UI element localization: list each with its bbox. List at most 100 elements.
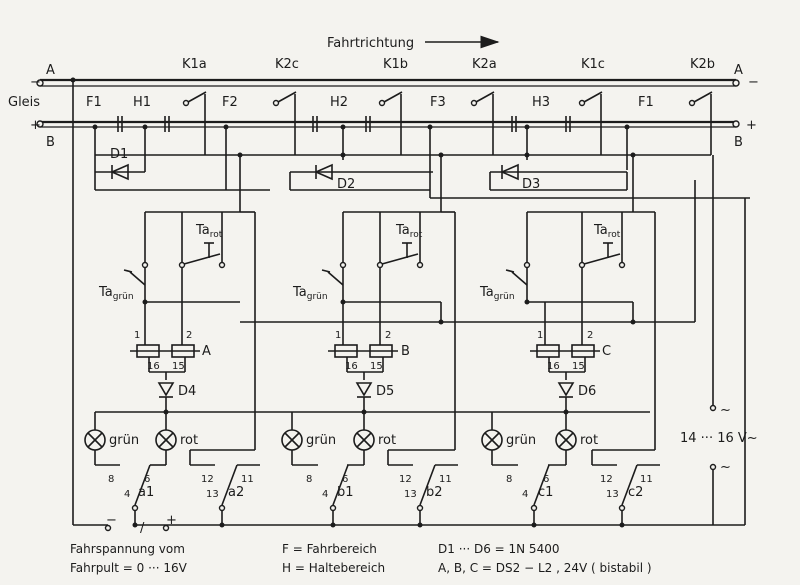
button-ta-rot-label: Tarot	[195, 223, 223, 240]
svg-text:b1: b1	[337, 485, 354, 500]
relay-pin: 2	[186, 330, 192, 341]
feed-wiring	[94, 127, 750, 199]
button-ta-gruen-label: Tagrün	[98, 285, 134, 302]
svg-text:11: 11	[439, 474, 452, 485]
contact-label: K1c	[581, 57, 605, 72]
contact-label: K2b	[690, 57, 715, 72]
svg-text:6: 6	[543, 474, 549, 485]
contact-label: K1a	[182, 57, 207, 72]
bottom-dots	[132, 299, 636, 528]
relay-pin: 2	[385, 330, 391, 341]
throttle-minus: −	[106, 513, 117, 528]
legend-drive-voltage-2: Fahrpult = 0 ··· 16V	[70, 561, 188, 575]
svg-text:8: 8	[108, 474, 114, 485]
svg-text:13: 13	[404, 489, 417, 500]
relay-pin: 16	[147, 361, 160, 372]
svg-text:c2: c2	[628, 485, 643, 500]
svg-text:13: 13	[606, 489, 619, 500]
rail-b-right-sign: +	[746, 118, 757, 133]
svg-text:11: 11	[241, 474, 254, 485]
rail-a-left-label: A	[46, 63, 55, 78]
block-b	[255, 155, 458, 525]
contact-pins-b: 8 6 4 b1 12 11 13 b2	[306, 474, 452, 500]
svg-text:13: 13	[206, 489, 219, 500]
section-label: H3	[532, 95, 550, 110]
relay-pin: 15	[370, 361, 383, 372]
button-ta-rot-label: Tarot	[593, 223, 621, 240]
contact-pins-c: 8 6 4 c1 12 11 13 c2	[506, 474, 653, 500]
relay-name: A	[202, 344, 211, 359]
legend-h: H = Haltebereich	[282, 561, 385, 575]
diode-d6-label: D6	[578, 384, 596, 399]
section-label: F2	[222, 95, 238, 110]
button-ta-gruen-label: Tagrün	[479, 285, 515, 302]
common-return-wire	[72, 80, 108, 526]
lamp-red-label: rot	[378, 433, 396, 448]
svg-text:a1: a1	[138, 485, 154, 500]
track-switches	[182, 91, 713, 155]
section-label: H2	[330, 95, 348, 110]
lamp-green-label: grün	[109, 433, 139, 448]
svg-text:6: 6	[342, 474, 348, 485]
contact-label: K1b	[383, 57, 408, 72]
svg-text:12: 12	[201, 474, 214, 485]
rail-a-left-sign: −	[30, 75, 41, 90]
section-label: F1	[638, 95, 654, 110]
rail-b-right-label: B	[734, 135, 743, 150]
rail-a-right-sign: −	[748, 75, 759, 90]
section-label: F3	[430, 95, 446, 110]
relay-name: C	[602, 344, 611, 359]
junction-dots	[70, 77, 636, 158]
relay-name: B	[401, 344, 410, 359]
diode-d3	[500, 163, 519, 181]
button-ta-rot-label: Tarot	[395, 223, 423, 240]
svg-text:b2: b2	[426, 485, 443, 500]
supply-voltage: 14 ··· 16 V~	[680, 431, 758, 446]
track-label: Gleis	[8, 95, 40, 110]
relay-pin: 16	[345, 361, 358, 372]
supply-tilde-top: ~	[720, 403, 731, 418]
legend-relays: A, B, C = DS2 − L2 , 24V ( bistabil )	[438, 561, 652, 575]
contact-label: K2a	[472, 57, 497, 72]
diode-d1-label: D1	[110, 147, 128, 162]
diode-d3-label: D3	[522, 177, 540, 192]
contact-label: K2c	[275, 57, 299, 72]
throttle-slash: /	[140, 521, 145, 536]
isolation-gaps	[117, 116, 571, 132]
contact-pins-a: 8 6 4 a1 12 11 13 a2	[108, 474, 254, 500]
diode-d1	[110, 163, 129, 181]
lamp-red-label: rot	[180, 433, 198, 448]
legend-drive-voltage-1: Fahrspannung vom	[70, 542, 185, 556]
relay-pin: 1	[335, 330, 341, 341]
section-label: F1	[86, 95, 102, 110]
svg-text:4: 4	[124, 489, 130, 500]
svg-text:11: 11	[640, 474, 653, 485]
throttle-terminal	[104, 524, 112, 532]
rail-a	[36, 78, 740, 87]
throttle-terminal	[162, 524, 170, 532]
diode-d2	[314, 163, 333, 181]
diode-d5-label: D5	[376, 384, 394, 399]
rail-b	[36, 120, 740, 128]
rail-a-right-label: A	[734, 63, 743, 78]
svg-text:8: 8	[306, 474, 312, 485]
direction-title: Fahrtrichtung	[327, 36, 414, 51]
svg-text:8: 8	[506, 474, 512, 485]
relay-pin: 2	[587, 330, 593, 341]
svg-text:6: 6	[144, 474, 150, 485]
supply-wiring	[135, 155, 746, 526]
relay-pin: 15	[172, 361, 185, 372]
supply-tilde-bottom: ~	[720, 460, 731, 475]
rail-b-left-sign: +	[30, 118, 41, 133]
block-a	[84, 155, 260, 525]
relay-pin: 15	[572, 361, 585, 372]
legend-diodes: D1 ··· D6 = 1N 5400	[438, 542, 559, 556]
svg-text:4: 4	[322, 489, 328, 500]
diode-d2-label: D2	[337, 177, 355, 192]
svg-text:c1: c1	[538, 485, 553, 500]
lamp-red-label: rot	[580, 433, 598, 448]
button-ta-gruen-label: Tagrün	[292, 285, 328, 302]
svg-text:a2: a2	[228, 485, 244, 500]
svg-text:12: 12	[600, 474, 613, 485]
